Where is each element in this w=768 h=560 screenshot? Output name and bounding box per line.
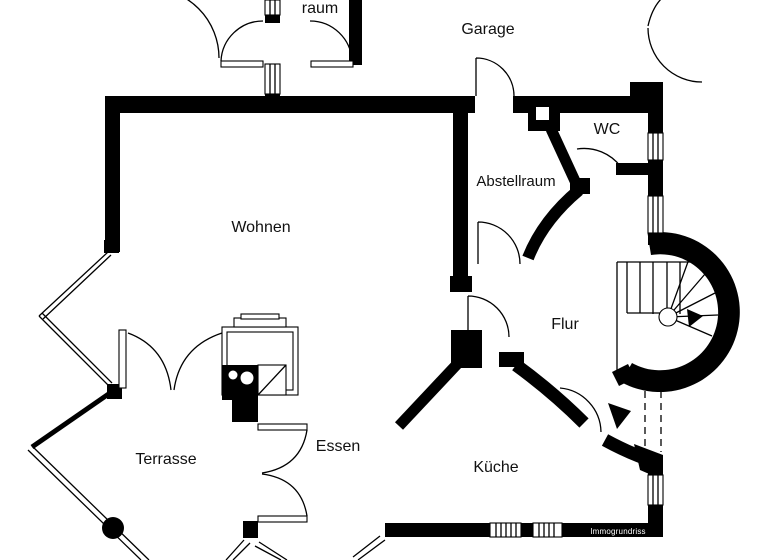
room-label-garage: Garage	[461, 21, 514, 38]
room-label-kueche: Küche	[473, 459, 518, 476]
door-arc	[309, 20, 353, 62]
window-symbol	[532, 522, 563, 538]
door-arc	[261, 429, 308, 517]
door-leaf	[220, 60, 264, 68]
door-arc	[647, 0, 703, 83]
terrace-railing	[27, 251, 386, 560]
door-arc	[127, 332, 223, 391]
door-arc	[576, 147, 622, 168]
stairwell-edge	[616, 261, 627, 373]
door-leaf	[118, 329, 127, 389]
window-symbol	[489, 522, 522, 538]
door-arc	[475, 57, 515, 97]
door-arc	[186, 0, 220, 59]
dashed-opening-lines	[644, 391, 662, 452]
entrance-arrow-icon	[608, 403, 631, 429]
window-symbol	[647, 474, 664, 506]
room-labels: raum Garage WC Abstellraum Wohnen Flur E…	[135, 0, 645, 536]
stair-wall-endcap	[612, 364, 635, 386]
room-label-essen: Essen	[316, 438, 360, 455]
door-arc	[220, 20, 264, 62]
fireplace-symbol	[221, 313, 299, 422]
window-symbol	[647, 195, 664, 234]
watermark: Immogrundriss	[590, 527, 646, 536]
window-symbol	[264, 0, 281, 16]
room-label-terrasse: Terrasse	[135, 451, 196, 468]
window-symbol	[264, 63, 281, 95]
walls	[104, 0, 663, 538]
window-symbol	[647, 132, 664, 161]
room-label-raum: raum	[302, 0, 338, 17]
door-leaf	[257, 423, 308, 431]
windows	[264, 0, 664, 538]
glazed-bay-wall	[38, 251, 112, 320]
terrace-post-icon	[102, 517, 124, 539]
stair-direction-arrow-icon	[687, 309, 703, 327]
room-label-flur: Flur	[551, 316, 579, 333]
door-arc	[467, 295, 510, 338]
door-arc	[477, 221, 521, 265]
room-label-abstellraum: Abstellraum	[476, 173, 555, 190]
door-leaf	[310, 60, 354, 68]
spiral-staircase	[612, 232, 740, 452]
door-arc	[559, 387, 602, 433]
room-label-wohnen: Wohnen	[231, 219, 290, 236]
stair-newel-post	[658, 307, 678, 327]
door-leaf	[257, 515, 308, 523]
glazed-bay-wall	[38, 312, 113, 387]
room-label-wc: WC	[594, 121, 621, 138]
